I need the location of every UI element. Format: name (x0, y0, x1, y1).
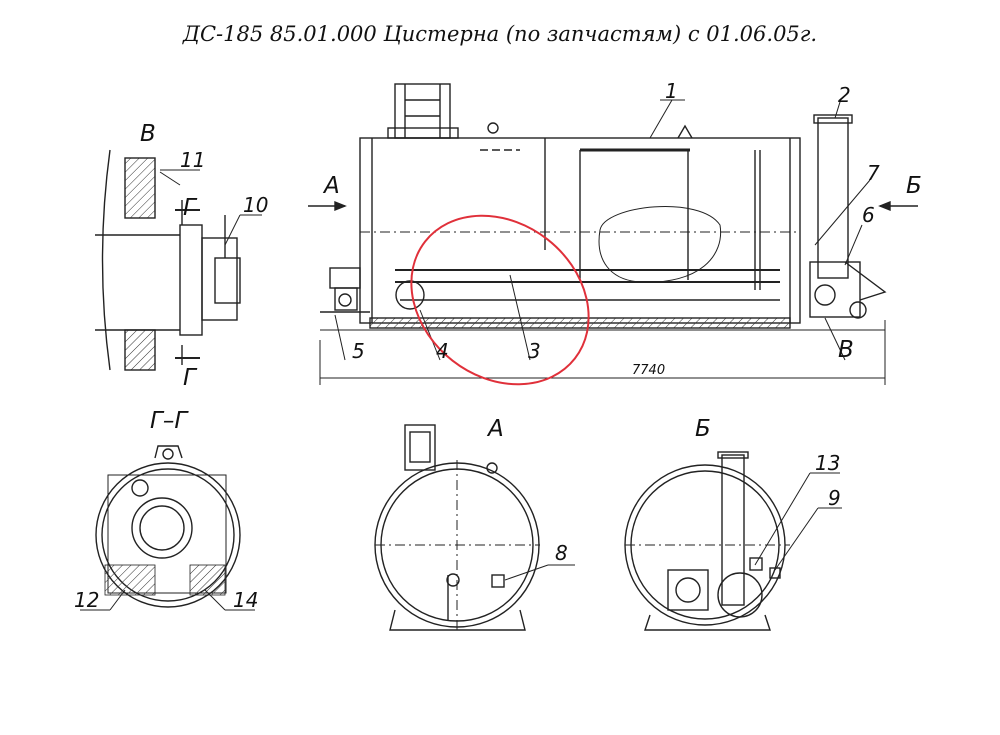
detail-v-label: В (140, 121, 156, 147)
callout-5: 5 (352, 339, 365, 363)
callout-4: 4 (436, 339, 449, 363)
section-g-g (80, 445, 255, 611)
view-arrow-a-label: А (322, 173, 340, 199)
end-view-a (374, 424, 575, 631)
cut-g-top-label: Г (183, 195, 198, 221)
callout-10: 10 (243, 193, 268, 217)
callout-14: 14 (233, 588, 258, 612)
callout-3: 3 (528, 339, 541, 363)
callout-6: 6 (862, 203, 875, 227)
view-arrow-b-label: Б (906, 173, 922, 199)
callout-8: 8 (555, 541, 568, 565)
callout-11: 11 (180, 148, 205, 172)
callout-2: 2 (838, 83, 851, 107)
page-title: ДС-185 85.01.000 Цистерна (по запчастям)… (182, 22, 818, 46)
main-tank-side-view (308, 83, 918, 385)
callout-1: 1 (665, 79, 678, 103)
callout-9: 9 (828, 486, 841, 510)
detail-view-b (95, 149, 262, 371)
view-b-label: Б (695, 416, 711, 442)
cut-g-bottom-label: Г (183, 365, 198, 391)
view-a-label: А (486, 416, 504, 442)
section-gg-label: Г–Г (150, 408, 189, 434)
end-view-b (624, 451, 842, 631)
view-v-bottom-label: В (838, 337, 854, 363)
callout-7: 7 (867, 161, 880, 185)
callout-12: 12 (74, 588, 99, 612)
dimension-length: 7740 (632, 363, 665, 378)
callout-13: 13 (815, 451, 840, 475)
highlight-ellipse (410, 214, 590, 386)
